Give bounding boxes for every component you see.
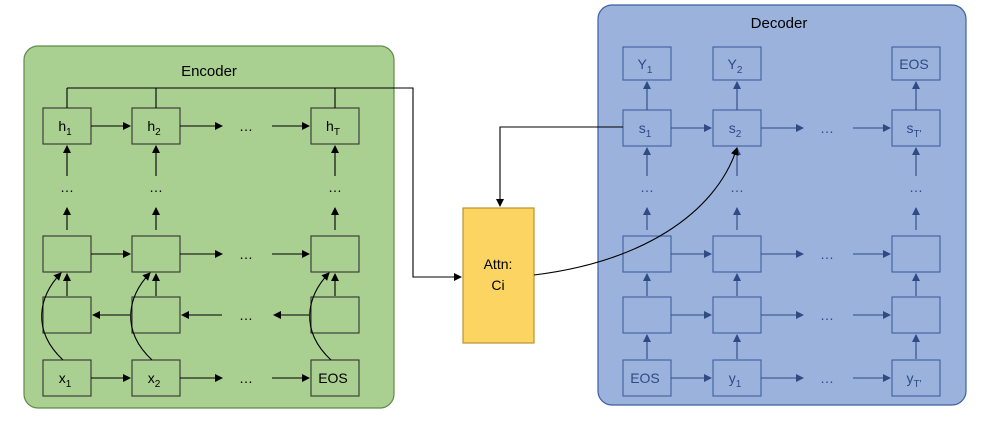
- decoder-state-box: [622, 109, 672, 147]
- decoder-vertical-ellipsis: …: [640, 179, 654, 195]
- decoder-input-box: [891, 359, 941, 397]
- encoder-input-label: x2: [148, 370, 161, 390]
- encoder-input-label: x1: [59, 370, 72, 390]
- decoder-horizontal-ellipsis: …: [820, 246, 834, 262]
- encoder-forward-box: [131, 235, 181, 273]
- decoder-layer-box: [622, 235, 672, 273]
- encoder-skip-arrow: [130, 272, 153, 361]
- attention-box: [462, 207, 535, 344]
- decoder-state-label: s1: [639, 120, 652, 140]
- decoder-vertical-ellipsis: …: [730, 179, 744, 195]
- decoder-input-box: [712, 359, 762, 397]
- encoder-backward-box: [310, 296, 360, 334]
- encoder-input-box: [310, 359, 360, 397]
- encoder-backward-box: [42, 296, 92, 334]
- encoder-input-box: [42, 359, 92, 397]
- decoder-nodes: Y1s1EOS…Y2s2y1…EOSsT'yT'……………: [622, 46, 941, 397]
- encoder-horizontal-ellipsis: …: [239, 307, 253, 323]
- decoder-state-box: [891, 109, 941, 147]
- encoder-hidden-label: h2: [147, 118, 161, 138]
- encoder-nodes: h1 x1 … h2 x2 … hT EOS … … … … …: [41, 107, 360, 397]
- decoder-output-box: [891, 46, 941, 81]
- decoder-input-label: EOS: [630, 370, 660, 386]
- encoder-to-attention-arrow: [67, 87, 462, 281]
- decoder-state-label: s2: [729, 120, 742, 140]
- decoder-output-box: [712, 46, 762, 81]
- encoder-title: Encoder: [181, 63, 237, 80]
- encoder-skip-arrow: [309, 272, 332, 361]
- encoder-hidden-box: [42, 107, 92, 145]
- decoder-panel: [597, 4, 967, 406]
- state-to-attention-arrow: [496, 126, 623, 207]
- encoder-vertical-ellipsis: …: [149, 179, 163, 195]
- encoder-hidden-label: hT: [326, 118, 340, 138]
- decoder-layer-box: [712, 235, 762, 273]
- decoder-horizontal-ellipsis: …: [820, 307, 834, 323]
- encoder-horizontal-ellipsis: …: [239, 370, 253, 386]
- decoder-layer-box: [712, 296, 762, 334]
- connections: [66, 87, 739, 281]
- decoder-output-label: Y1: [638, 56, 653, 76]
- encoder-input-label: EOS: [318, 370, 348, 386]
- decoder-output-box: [622, 46, 672, 81]
- decoder-horizontal-ellipsis: …: [820, 370, 834, 386]
- encoder-panel: [23, 45, 395, 409]
- context-to-state-arrow: [533, 147, 739, 276]
- decoder-input-label: yT': [906, 370, 921, 390]
- decoder-layer-box: [891, 235, 941, 273]
- encoder-skip-arrow: [41, 272, 64, 361]
- encoder-horizontal-ellipsis: …: [239, 246, 253, 262]
- decoder-horizontal-ellipsis: …: [820, 120, 834, 136]
- attention-label-line1: Attn:: [484, 256, 513, 272]
- decoder-state-label: sT': [906, 120, 921, 140]
- decoder-layer-box: [891, 296, 941, 334]
- decoder-layer-box: [622, 296, 672, 334]
- encoder-forward-box: [310, 235, 360, 273]
- encoder-backward-box: [131, 296, 181, 334]
- decoder-output-label: EOS: [899, 56, 929, 72]
- encoder-forward-box: [42, 235, 92, 273]
- encoder-input-box: [131, 359, 181, 397]
- attention-label-line2: Ci: [491, 277, 504, 293]
- encoder-hidden-label: h1: [58, 118, 72, 138]
- decoder-vertical-ellipsis: …: [909, 179, 923, 195]
- decoder-input-box: [622, 359, 672, 397]
- decoder-input-label: y1: [729, 370, 742, 390]
- decoder-state-box: [712, 109, 762, 147]
- decoder-title: Decoder: [751, 15, 808, 32]
- encoder-hidden-box: [131, 107, 181, 145]
- encoder-horizontal-ellipsis: …: [239, 118, 253, 134]
- encoder-vertical-ellipsis: …: [60, 179, 74, 195]
- encoder-hidden-box: [310, 107, 360, 145]
- encoder-vertical-ellipsis: …: [328, 179, 342, 195]
- decoder-output-label: Y2: [728, 56, 743, 76]
